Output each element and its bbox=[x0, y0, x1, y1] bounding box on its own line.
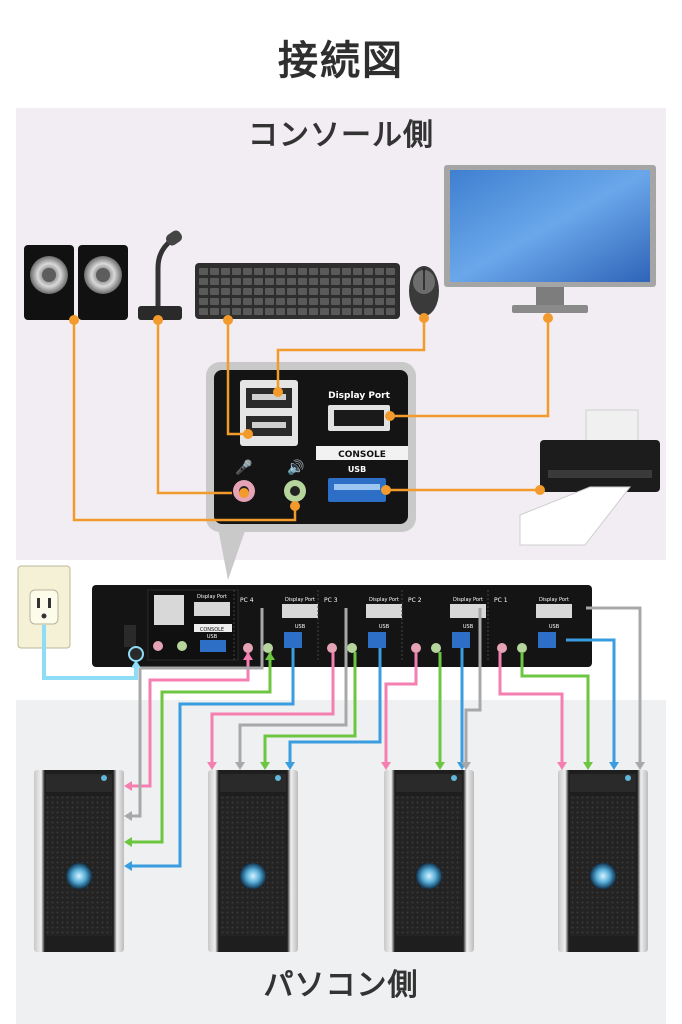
kvm-port-usb-label: USB bbox=[463, 624, 474, 630]
pc-cables bbox=[124, 606, 645, 871]
kvm-port-display-port-label: Display Port bbox=[369, 597, 399, 603]
pc-tower-icon bbox=[558, 770, 648, 952]
kvm-console-usb-label: USB bbox=[207, 634, 218, 640]
kvm-console-label: CONSOLE bbox=[200, 627, 224, 633]
kvm-port-usb-label: USB bbox=[379, 624, 390, 630]
kvm-console-display-port-label: Display Port bbox=[197, 594, 227, 600]
kvm-port-label: PC 4 bbox=[240, 597, 254, 604]
wall-outlet-icon bbox=[17, 565, 71, 649]
pc-tower-icon bbox=[34, 770, 124, 952]
console-label: CONSOLE bbox=[338, 450, 386, 460]
mouse-icon bbox=[409, 266, 439, 316]
pc-side-label: パソコン側 bbox=[263, 968, 419, 1003]
microphone-icon bbox=[138, 230, 183, 320]
kvm-port-display-port-label: Display Port bbox=[453, 597, 483, 603]
kvm-port-label: PC 3 bbox=[324, 597, 338, 604]
pc-towers bbox=[34, 770, 648, 952]
svg-text:🎤: 🎤 bbox=[235, 458, 253, 476]
keyboard-icon bbox=[195, 263, 400, 319]
console-display-port-label: Display Port bbox=[328, 391, 390, 401]
kvm-port-display-port-label: Display Port bbox=[285, 597, 315, 603]
speakers-icon bbox=[24, 245, 128, 320]
console-cable-dots bbox=[69, 313, 553, 511]
console-panel-zoom: 🎤 🔊 Display Port CONSOLE USB bbox=[206, 362, 416, 580]
kvm-port-label: PC 2 bbox=[408, 597, 422, 604]
console-usb-label: USB bbox=[348, 465, 366, 474]
page-title: 接続図 bbox=[278, 38, 404, 84]
kvm-switch: Display Port CONSOLE USB PC 4 Display Por… bbox=[92, 585, 592, 667]
svg-text:🔊: 🔊 bbox=[287, 458, 304, 476]
console-side-label: コンソール側 bbox=[248, 118, 434, 153]
kvm-port-usb-label: USB bbox=[549, 624, 560, 630]
monitor-icon bbox=[444, 165, 656, 313]
kvm-port-display-port-label: Display Port bbox=[539, 597, 569, 603]
pc-tower-icon bbox=[208, 770, 298, 952]
pc-tower-icon bbox=[384, 770, 474, 952]
power-cable bbox=[42, 625, 138, 680]
kvm-port-usb-label: USB bbox=[295, 624, 306, 630]
printer-icon bbox=[519, 409, 660, 546]
kvm-port-label: PC 1 bbox=[494, 597, 508, 604]
console-cables bbox=[72, 318, 550, 522]
pc-side-area bbox=[16, 700, 666, 1024]
